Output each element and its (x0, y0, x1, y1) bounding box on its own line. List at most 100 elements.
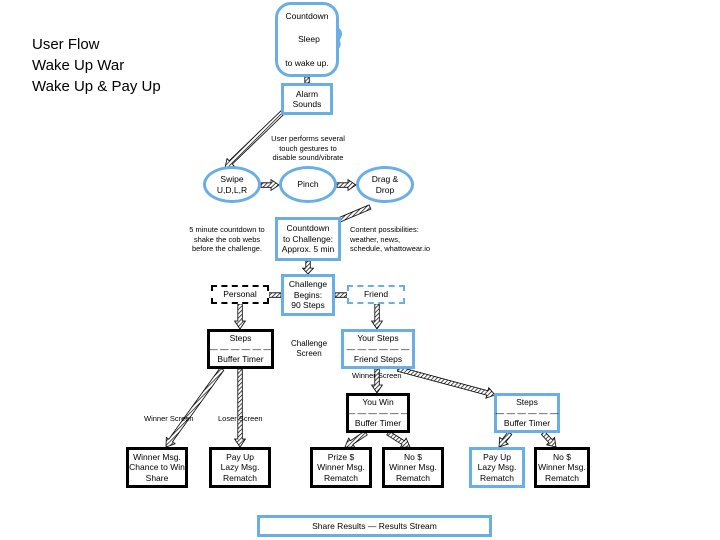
prize-node: Prize $ Winner Msg. Rematch (310, 447, 372, 488)
arrow-challenge-to-personal (268, 292, 282, 298)
challenge-screen-label: Challenge Screen (282, 339, 336, 359)
node-text: Prize $ (327, 451, 355, 462)
node-text: Friend Steps (353, 354, 403, 365)
node-text: Challenge (288, 279, 328, 290)
note-line: Content possibilities: (350, 225, 419, 234)
node-text: Rematch (222, 472, 257, 483)
note-line: shake the cob webs (193, 234, 261, 244)
content-possibilities-note: Content possibilities: weather, news, sc… (350, 225, 430, 254)
node-text: Rematch (479, 472, 514, 483)
challenge-begins-node: Challenge Begins: 90 Steps (281, 274, 335, 316)
node-text: 90 Steps (291, 300, 325, 311)
node-text: No $ (553, 451, 571, 462)
arrow-yoursteps-to-youwin (370, 368, 384, 394)
node-divider: — — — — — — (495, 407, 559, 418)
node-text: to Challenge: (282, 233, 334, 244)
countdown-node: Countdown to wake up. (275, 2, 339, 77)
note-line: weather, news, (350, 234, 401, 244)
countdown-top-text: Countdown (285, 11, 329, 21)
node-text: Drag & (371, 174, 399, 184)
no-money-mid-node: No $ Winner Msg. Rematch (382, 447, 444, 488)
note-line: Screen (296, 349, 322, 358)
node-text: Steps (229, 333, 252, 344)
arrow-steps-to-winnermsg (165, 367, 225, 448)
node-text: Steps (516, 397, 538, 408)
diagram-title: User Flow Wake Up War Wake Up & Pay Up (32, 34, 161, 97)
loser-screen-label-left: Loser Screen (218, 414, 263, 423)
node-text: You Win (362, 397, 394, 408)
drag-drop-node: Drag & Drop (356, 166, 414, 203)
node-text: Friend (363, 289, 389, 300)
arrow-countdown-to-challenge (301, 260, 315, 275)
node-text: Pay Up (226, 451, 254, 462)
gesture-note: User performs several touch gestures to … (270, 134, 346, 163)
alarm-sounds-node: Alarm Sounds (281, 83, 333, 115)
node-text: Rematch (544, 472, 579, 483)
node-text: Rematch (395, 472, 430, 483)
title-line: Wake Up & Pay Up (32, 78, 161, 95)
note-line: 5 minute countdown to (189, 225, 265, 234)
winner-screen-label-left: Winner Screen (144, 414, 194, 423)
sleep-text: Sleep (298, 34, 320, 44)
you-win-node: You Win — — — — — — Buffer Timer (346, 393, 410, 433)
friend-node: Friend (347, 285, 405, 304)
node-text: Alarm (295, 88, 319, 99)
node-text: Winner Msg. (538, 462, 586, 473)
pay-up-right-node: Pay Up Lazy Msg. Rematch (469, 447, 525, 488)
no-money-right-node: No $ Winner Msg. Rematch (534, 447, 590, 488)
note-line: disable sound/vibrate (272, 153, 344, 162)
node-text: Approx. 5 min (281, 244, 335, 255)
node-text: Buffer Timer (503, 418, 551, 429)
node-text: Begins: (293, 289, 323, 300)
arrow-pinch-to-drag (336, 178, 357, 192)
node-divider: — — — — — — (209, 343, 272, 354)
node-text: Countdown (286, 223, 330, 234)
countdown-left-note: 5 minute countdown to shake the cob webs… (186, 225, 268, 254)
share-results-node: Share Results — Results Stream (257, 515, 492, 537)
node-text: Winner Msg. (317, 462, 365, 473)
personal-node: Personal (211, 285, 269, 304)
arrow-challenge-to-friend (334, 292, 348, 298)
arrow-steps-to-payup (233, 368, 247, 448)
node-text: Your Steps (357, 333, 399, 344)
node-text: Lazy Msg. (477, 462, 517, 473)
node-text: Winner Msg. (389, 462, 437, 473)
node-divider: — — — — — — (346, 343, 410, 354)
node-text: Chance to Win (129, 462, 185, 473)
steps-buffer-right-node: Steps — — — — — — Buffer Timer (494, 393, 560, 433)
arrow-stepsright-to-nomoney (540, 430, 557, 448)
node-text: No $ (404, 451, 422, 462)
title-line: User Flow (32, 36, 100, 53)
winner-screen-label-mid: Winner Screen (352, 371, 402, 380)
arrow-friend-to-yoursteps (370, 303, 384, 330)
node-text: Pay Up (483, 451, 511, 462)
node-text: Winner Msg. (133, 451, 181, 462)
node-text: Sounds (292, 99, 322, 109)
node-text: Rematch (323, 472, 358, 483)
arrow-yoursteps-to-stepsright (396, 366, 496, 399)
node-text: U,D,L,R (216, 184, 248, 195)
node-text: Pinch (297, 179, 319, 190)
pay-up-left-node: Pay Up Lazy Msg. Rematch (209, 447, 271, 488)
node-text: Share (145, 472, 169, 483)
node-text: Share Results — Results Stream (312, 520, 437, 531)
arrow-youwin-to-prize (344, 430, 368, 448)
arrow-personal-to-steps (233, 303, 247, 330)
note-line: touch gestures to (279, 143, 337, 153)
countdown-bottom-text: to wake up. (285, 57, 329, 68)
arrow-stepsright-to-payup (498, 431, 513, 448)
note-line: User performs several (271, 134, 345, 143)
winner-msg-node: Winner Msg. Chance to Win Share (126, 447, 188, 488)
node-text: Swipe (220, 174, 244, 184)
swipe-node: Swipe U,D,L,R (203, 166, 261, 203)
node-text: Buffer Timer (354, 418, 402, 429)
note-line: before the challenge. (191, 244, 263, 253)
node-text: Buffer Timer (217, 354, 264, 365)
arrow-swipe-to-pinch (260, 178, 280, 192)
your-steps-node: Your Steps — — — — — — Friend Steps (341, 329, 415, 369)
node-text: Personal (223, 289, 257, 300)
title-line: Wake Up War (32, 57, 125, 74)
arrow-youwin-to-nomoney (386, 430, 411, 448)
note-line: Challenge (290, 339, 328, 348)
pinch-node: Pinch (279, 166, 337, 203)
